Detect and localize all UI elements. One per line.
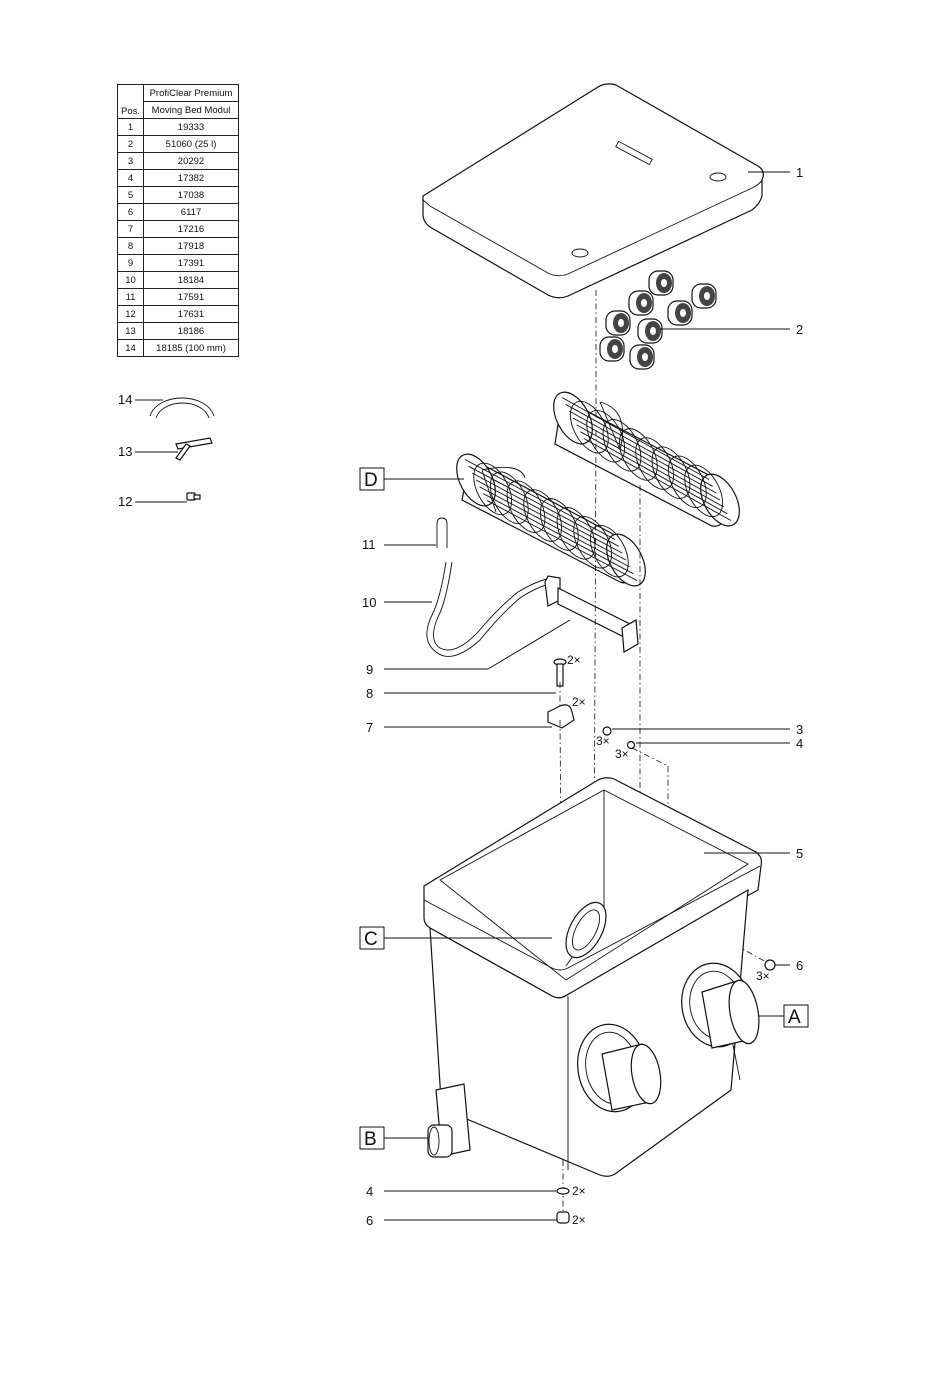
- callout-4: 4: [796, 736, 803, 751]
- callout-4-bottom: 4: [366, 1184, 373, 1199]
- part-12-fitting: [135, 493, 200, 502]
- svg-text:C: C: [364, 929, 378, 950]
- boxed-label-C: C: [360, 927, 384, 950]
- part-1-lid: [423, 84, 790, 298]
- part-3-screw: [603, 727, 790, 735]
- part-10-hose: [384, 562, 552, 656]
- multiplier-bottom-cap-6: 2×: [572, 1213, 586, 1227]
- callout-7: 7: [366, 720, 373, 735]
- media-ring: [638, 319, 662, 343]
- svg-text:A: A: [788, 1007, 801, 1028]
- part-5-filter-chamber: [384, 778, 790, 1177]
- media-ring: [606, 311, 630, 335]
- part-9-air-pipe: [384, 576, 638, 669]
- multiplier-bracket-7: 2×: [572, 695, 586, 709]
- media-ring: [630, 345, 654, 369]
- part-14-hose-bend: [135, 398, 214, 418]
- boxed-label-A: A: [784, 1005, 808, 1028]
- part-4-bottom-washer: [384, 1188, 569, 1194]
- boxed-label-B: B: [360, 1127, 384, 1150]
- callout-9: 9: [366, 662, 373, 677]
- part-4-washer: [628, 742, 791, 749]
- callout-1: 1: [796, 165, 803, 180]
- callout-6-bottom: 6: [366, 1213, 373, 1228]
- svg-text:B: B: [364, 1129, 377, 1150]
- part-2-filter-media: [600, 271, 716, 369]
- boxed-label-D: D: [360, 468, 384, 491]
- media-ring: [600, 337, 624, 361]
- callout-8: 8: [366, 686, 373, 701]
- callout-14: 14: [118, 392, 132, 407]
- multiplier-screw-8: 2×: [567, 653, 581, 667]
- part-8-screw: [384, 659, 566, 693]
- svg-text:D: D: [364, 470, 378, 491]
- callout-3: 3: [796, 722, 803, 737]
- part-13-t-connector: [135, 438, 212, 460]
- multiplier-screw-3: 3×: [596, 734, 610, 748]
- callout-13: 13: [118, 444, 132, 459]
- media-ring: [668, 301, 692, 325]
- media-ring: [649, 271, 673, 295]
- multiplier-washer-4: 3×: [615, 747, 629, 761]
- part-11-hose-hook: [384, 518, 447, 548]
- part-7-bracket: [384, 705, 574, 728]
- callout-5: 5: [796, 846, 803, 861]
- callout-11: 11: [362, 537, 376, 552]
- multiplier-nub-6: 3×: [756, 969, 770, 983]
- callout-2: 2: [796, 322, 803, 337]
- callout-6: 6: [796, 958, 803, 973]
- media-ring: [692, 284, 716, 308]
- callout-10: 10: [362, 595, 376, 610]
- media-ring: [629, 291, 653, 315]
- multiplier-bottom-washer-4: 2×: [572, 1184, 586, 1198]
- callout-12: 12: [118, 494, 132, 509]
- part-6-bottom-cap: [384, 1212, 569, 1223]
